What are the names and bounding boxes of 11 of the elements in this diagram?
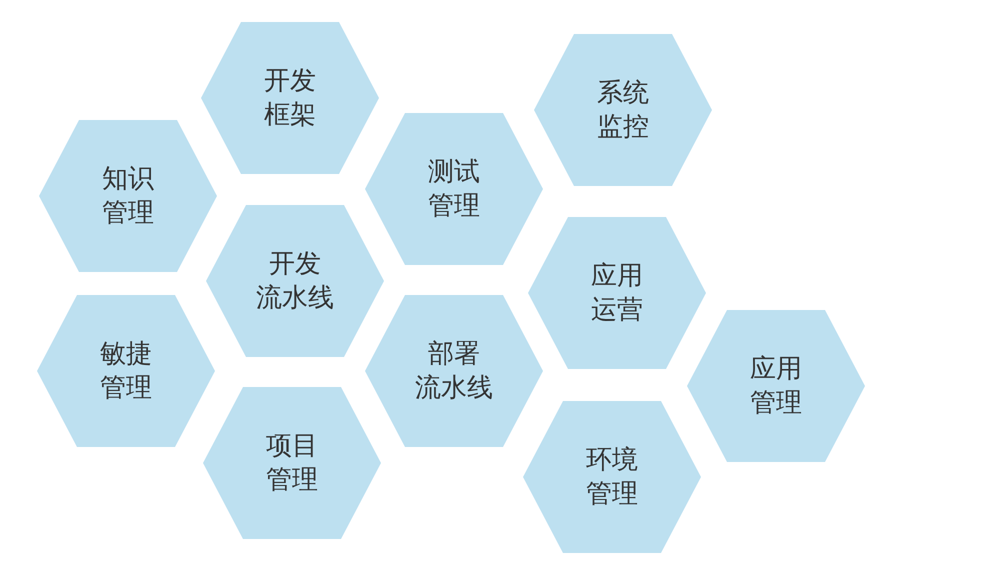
hexagon-tile: 项目管理 xyxy=(203,387,381,539)
hexagon-tile: 知识管理 xyxy=(39,120,217,272)
hexagon-tile: 部署流水线 xyxy=(365,295,543,447)
hexagon-tile: 测试管理 xyxy=(365,113,543,265)
hexagon-tile: 应用运营 xyxy=(528,217,706,369)
hexagon-tile: 环境管理 xyxy=(523,401,701,553)
hexagon-tile: 开发框架 xyxy=(201,22,379,174)
hexagon-tile: 系统监控 xyxy=(534,34,712,186)
hexagon-tile: 应用管理 xyxy=(687,310,865,462)
hexagon-tile: 敏捷管理 xyxy=(37,295,215,447)
hexagon-tile: 开发流水线 xyxy=(206,205,384,357)
